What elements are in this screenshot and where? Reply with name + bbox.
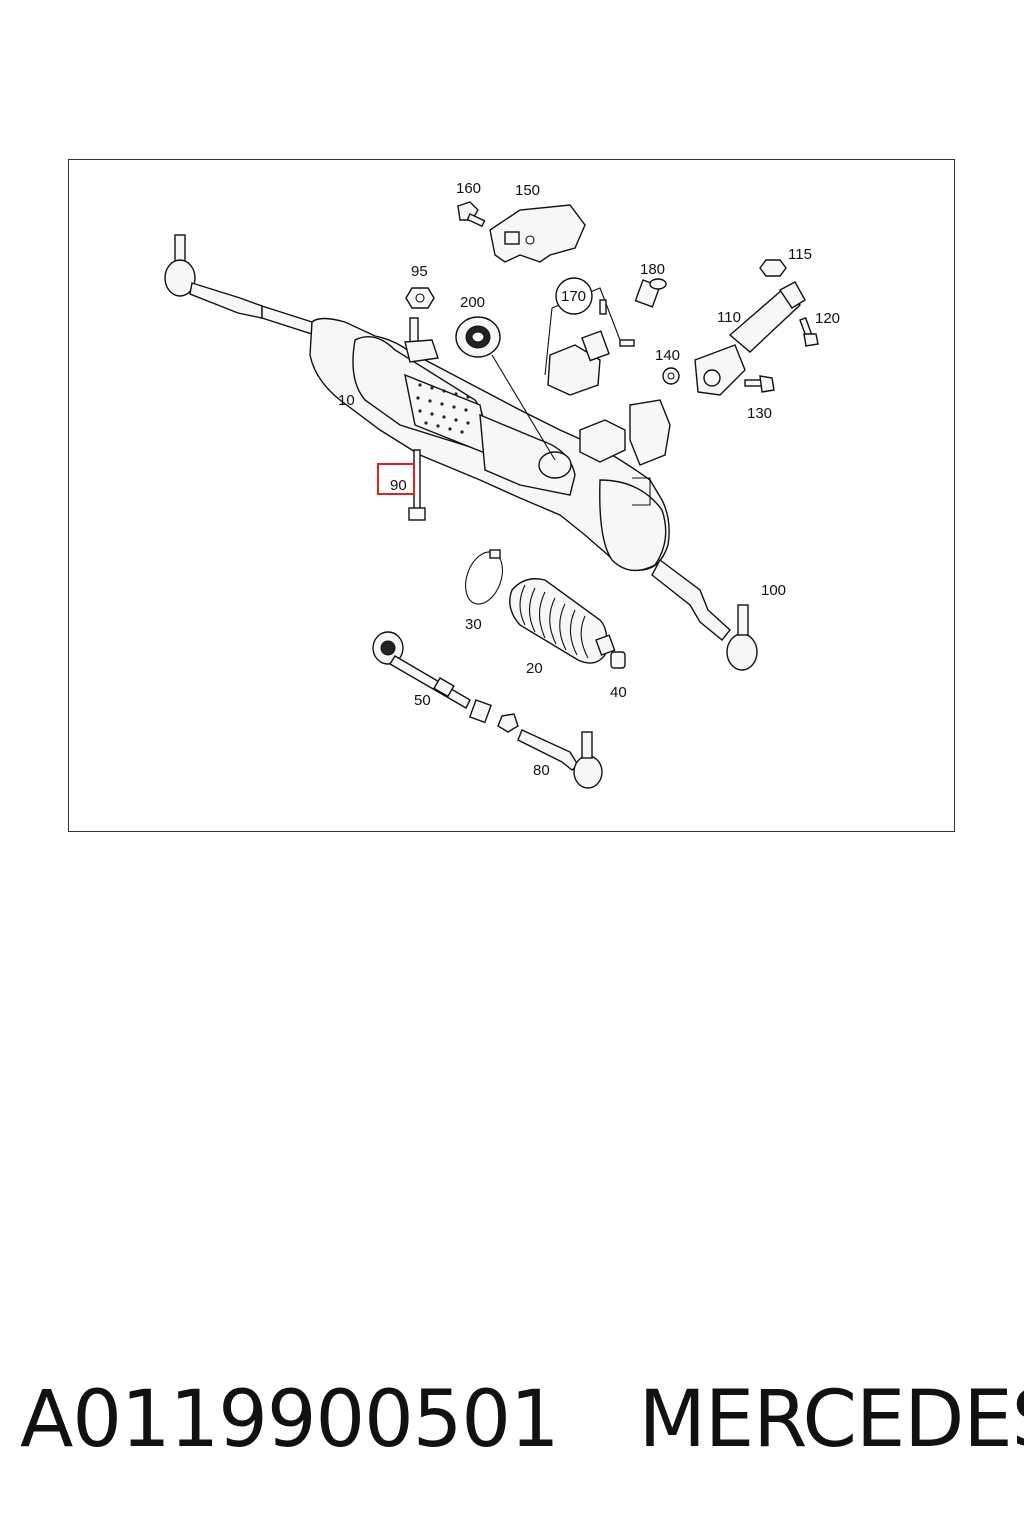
callout-160: 160: [456, 180, 481, 197]
callout-80: 80: [533, 762, 550, 779]
callout-30: 30: [465, 616, 482, 633]
callout-115: 115: [788, 246, 812, 263]
bolt-160: [457, 201, 486, 228]
nut: [497, 713, 519, 733]
callout-150: 150: [515, 182, 540, 199]
motor-assembly-170: [544, 287, 635, 396]
intermediate-shaft-110: [694, 281, 806, 396]
footer: A0119900501 MERCEDES: [20, 1375, 1024, 1465]
callout-50: 50: [414, 692, 431, 709]
bolt-120: [799, 317, 819, 347]
washer-140: [662, 367, 680, 385]
callout-95: 95: [411, 263, 428, 280]
inner-tie-rod-50: [372, 631, 471, 709]
nut-115: [759, 259, 787, 277]
callout-130: 130: [747, 405, 772, 422]
callout-20: 20: [526, 660, 543, 677]
callout-170: 170: [561, 288, 586, 305]
steering-rack-housing: [309, 317, 671, 572]
brand-name: MERCEDES: [638, 1375, 1024, 1465]
part-number: A0119900501: [20, 1375, 560, 1465]
outer-tie-rod-end-80: [517, 729, 603, 789]
callout-110: 110: [717, 309, 741, 326]
left-tie-rod-end: [164, 234, 313, 335]
bellows-20: [509, 578, 616, 664]
sleeve-180: [634, 278, 667, 308]
spacer: [468, 699, 492, 724]
nut-95: [405, 287, 435, 309]
clamp-30: [464, 549, 504, 605]
callout-120: 120: [815, 310, 840, 327]
clamp-40: [610, 651, 626, 669]
bolt-90: [408, 449, 426, 521]
right-tie-rod-end: [651, 558, 758, 671]
seal-200: [455, 316, 556, 461]
callout-200: 200: [460, 294, 485, 311]
callout-140: 140: [655, 347, 680, 364]
highlight-box-90: [377, 463, 415, 495]
callout-180: 180: [640, 261, 665, 278]
callout-40: 40: [610, 684, 627, 701]
callout-circle-170: [555, 277, 593, 315]
callout-90: 90: [390, 477, 407, 494]
bracket-150: [489, 204, 586, 263]
callout-100: 100: [761, 582, 786, 599]
bolt-130: [744, 375, 775, 393]
callout-labels: 160 150 95 200 170 180 115 110 120 140 1…: [338, 180, 840, 779]
callout-10: 10: [338, 392, 355, 409]
